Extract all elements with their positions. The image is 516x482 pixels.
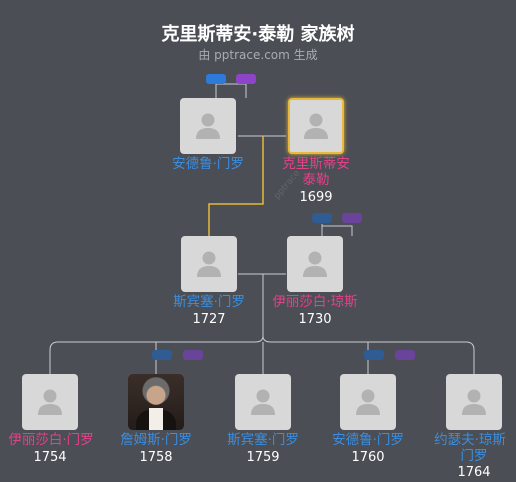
portrait-photo [128, 374, 184, 430]
birth-year: 1727 [192, 312, 226, 327]
person-placeholder-icon [38, 389, 62, 415]
lineage-line [208, 136, 264, 236]
person-name: 伊丽莎白·门罗 [8, 432, 94, 448]
person-placeholder-icon [356, 389, 380, 415]
tag-blue[interactable] [364, 350, 384, 360]
person-name-line1: 约瑟夫·琼斯 [434, 432, 506, 448]
page-subtitle: 由 pptrace.com 生成 [198, 48, 318, 62]
person-name-line1: 克里斯蒂安 [282, 156, 350, 172]
person-card-selected[interactable] [288, 98, 344, 154]
birth-year: 1760 [351, 450, 385, 465]
person-name: 安德鲁·门罗 [172, 156, 244, 172]
person-placeholder-icon [462, 389, 486, 415]
tag-purple[interactable] [183, 350, 203, 360]
children-bus [49, 335, 475, 374]
birth-year: 1730 [298, 312, 332, 327]
person-name: 詹姆斯·门罗 [120, 432, 192, 448]
person-name: 伊丽莎白·琼斯 [272, 294, 358, 310]
person-name: 斯宾塞·门罗 [227, 432, 299, 448]
tag-purple[interactable] [342, 213, 362, 223]
person-card[interactable] [446, 374, 502, 430]
page-title: 克里斯蒂安·泰勒 家族树 [161, 24, 355, 45]
birth-year: 1764 [457, 465, 491, 480]
birth-year: 1758 [139, 450, 173, 465]
birth-year: 1759 [246, 450, 280, 465]
person-name-line2: 泰勒 [302, 172, 330, 188]
person-card[interactable] [181, 236, 237, 292]
birth-year: 1699 [299, 190, 333, 205]
birth-year: 1754 [33, 450, 67, 465]
person-name: 安德鲁·门罗 [332, 432, 404, 448]
person-card[interactable] [235, 374, 291, 430]
person-placeholder-icon [251, 389, 275, 415]
person-card[interactable] [180, 98, 236, 154]
tag-blue[interactable] [312, 213, 332, 223]
person-placeholder-icon [304, 113, 328, 139]
person-card[interactable] [287, 236, 343, 292]
person-placeholder-icon [303, 251, 327, 277]
person-name-line2: 门罗 [460, 448, 488, 464]
person-card[interactable] [340, 374, 396, 430]
person-card[interactable] [22, 374, 78, 430]
person-card[interactable] [128, 374, 184, 430]
tag-purple[interactable] [236, 74, 256, 84]
tag-connector-g2 [321, 224, 353, 236]
tag-blue[interactable] [152, 350, 172, 360]
person-name: 斯宾塞·门罗 [173, 294, 245, 310]
tag-blue[interactable] [206, 74, 226, 84]
person-placeholder-icon [197, 251, 221, 277]
tag-purple[interactable] [395, 350, 415, 360]
person-placeholder-icon [196, 113, 220, 139]
